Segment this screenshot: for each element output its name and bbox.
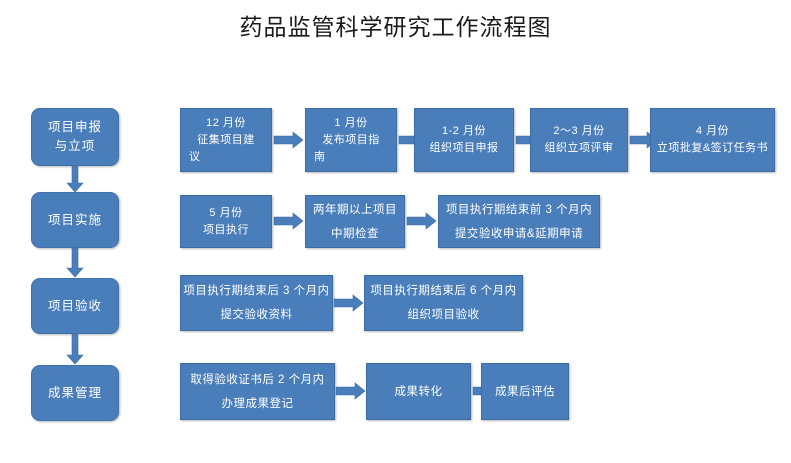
step-line: 组织项目验收 xyxy=(407,309,480,321)
step-box-midterm-inspection[interactable]: 两年期以上项目 中期检查 xyxy=(305,195,405,248)
page-title: 药品监管科学研究工作流程图 xyxy=(239,14,552,40)
stage-box-project-acceptance[interactable]: 项目验收 xyxy=(31,278,119,334)
connector-step-1-1-to-1-2 xyxy=(273,131,304,149)
stage-line: 项目实施 xyxy=(47,212,102,227)
step-line: 组织立项评审 xyxy=(544,142,614,154)
stage-box-project-implementation[interactable]: 项目实施 xyxy=(31,192,119,248)
step-box-publish-project-guidelines[interactable]: 1 月份 发布项目指 南 xyxy=(305,108,397,172)
step-line: 5 月份 xyxy=(209,206,243,219)
step-line: 两年期以上项目 xyxy=(313,203,397,216)
step-line: 1-2 月份 xyxy=(442,125,486,137)
step-line: 中期检查 xyxy=(331,227,379,240)
connector-step-2-1-to-2-2 xyxy=(273,212,304,230)
step-line: 办理成果登记 xyxy=(221,397,294,410)
step-line: 项目执行期结束前 3 个月内 xyxy=(445,203,593,216)
step-box-collect-project-proposals[interactable]: 12 月份 征集项目建 议 xyxy=(180,108,272,172)
step-line: 成果转化 xyxy=(394,385,443,398)
step-line: 2～3 月份 xyxy=(553,125,605,137)
step-line: 项目执行期结束后 6 个月内 xyxy=(370,285,517,297)
step-box-organize-project-review[interactable]: 2～3 月份 组织立项评审 xyxy=(530,108,628,172)
step-box-post-achievement-evaluation[interactable]: 成果后评估 xyxy=(481,363,569,420)
connector-step-3-1-to-3-2 xyxy=(333,294,364,312)
step-box-register-achievements[interactable]: 取得验收证书后 2 个月内 办理成果登记 xyxy=(180,363,335,420)
connector-stage-3-to-4 xyxy=(66,333,84,365)
connector-stage-2-to-3 xyxy=(66,247,84,278)
step-line: 议 xyxy=(189,151,201,163)
step-line: 取得验收证书后 2 个月内 xyxy=(190,373,325,386)
stage-line: 成果管理 xyxy=(47,385,102,400)
step-box-organize-project-acceptance[interactable]: 项目执行期结束后 6 个月内 组织项目验收 xyxy=(364,275,523,331)
step-box-achievement-transformation[interactable]: 成果转化 xyxy=(366,363,471,420)
step-line: 项目执行期结束后 3 个月内 xyxy=(183,285,330,297)
step-line: 提交验收资料 xyxy=(220,309,293,321)
step-line: 项目执行 xyxy=(203,223,249,236)
step-line: 发布项目指 xyxy=(322,134,380,146)
step-box-project-execution[interactable]: 5 月份 项目执行 xyxy=(180,195,272,248)
step-line: 立项批复&签订任务书 xyxy=(656,142,769,154)
step-box-organize-project-application[interactable]: 1-2 月份 组织项目申报 xyxy=(414,108,514,172)
connector-stage-1-to-2 xyxy=(66,165,84,193)
step-line: 12 月份 xyxy=(206,117,246,129)
stage-box-project-application[interactable]: 项目申报 与立项 xyxy=(31,108,119,166)
step-box-approval-and-task-contract[interactable]: 4 月份 立项批复&签订任务书 xyxy=(650,108,775,172)
stage-box-achievement-management[interactable]: 成果管理 xyxy=(31,365,119,421)
connector-step-2-2-to-2-3 xyxy=(406,212,437,230)
stage-line: 项目申报 xyxy=(47,120,102,134)
step-line: 南 xyxy=(314,151,326,163)
step-box-submit-acceptance-materials[interactable]: 项目执行期结束后 3 个月内 提交验收资料 xyxy=(180,275,333,331)
step-line: 成果后评估 xyxy=(495,385,555,398)
connector-step-4-1-to-4-2 xyxy=(335,382,366,400)
step-line: 征集项目建 xyxy=(197,134,255,146)
step-line: 1 月份 xyxy=(334,117,368,129)
stage-line: 与立项 xyxy=(54,139,96,153)
step-line: 组织项目申报 xyxy=(429,142,499,154)
step-box-submit-acceptance-and-extension-application[interactable]: 项目执行期结束前 3 个月内 提交验收申请&延期申请 xyxy=(438,195,600,248)
stage-line: 项目验收 xyxy=(47,298,102,313)
step-line: 4 月份 xyxy=(695,125,730,137)
step-line: 提交验收申请&延期申请 xyxy=(454,227,584,240)
